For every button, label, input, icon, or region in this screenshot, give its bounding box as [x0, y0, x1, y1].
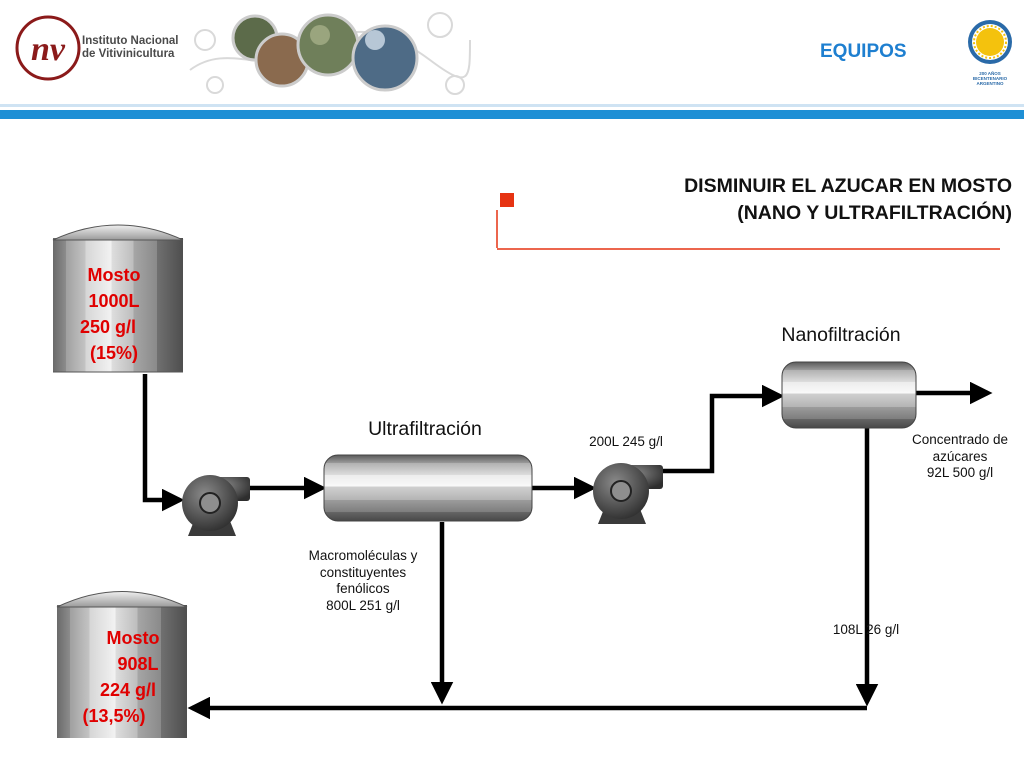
tank-bottom-body [57, 605, 187, 738]
concentrate-line1: Concentrado de [911, 432, 1009, 447]
pump-2 [593, 463, 663, 524]
pipe-tank-to-pump1 [142, 374, 185, 512]
header-graphics: nv [15, 12, 1012, 95]
org-name-line2: de Vitivinicultura [82, 48, 175, 60]
vineyard-photos-icon [231, 13, 419, 92]
tank-top-line3: 250 g/l [79, 317, 137, 337]
retentate-line1: Macromoléculas y [308, 548, 418, 563]
pipe-pump2-to-nano [662, 384, 785, 474]
retentate-line3: fenólicos [336, 581, 390, 596]
concentrate-line2: azúcares [932, 448, 988, 464]
slide-title-line1: DISMINUIR EL AZUCAR EN MOSTO [684, 175, 1012, 197]
svg-text:nv: nv [31, 31, 66, 68]
bicentenario-line1: 200 AÑOS [979, 71, 1001, 76]
section-title: EQUIPOS [820, 41, 907, 62]
bicentenario-line3: ARGENTINO [976, 81, 1004, 86]
title-accent-square [500, 193, 514, 207]
tank-top-line4: (15%) [89, 343, 138, 363]
pump-1 [182, 475, 250, 536]
bicentenario-label: 200 AÑOS BICENTENARIO ARGENTINO [972, 71, 1008, 86]
title-accent [496, 193, 1000, 250]
retentate-label: Macromoléculas y constituyentes fenólico… [280, 548, 446, 614]
retentate-line4: 800L 251 g/l [326, 597, 400, 613]
pipes [142, 374, 993, 720]
nanofiltration-label: Nanofiltración [781, 324, 901, 346]
bicentenario-line2: BICENTENARIO [972, 76, 1008, 81]
tank-top-line1: Mosto [87, 265, 141, 285]
slide-title-line2: (NANO Y ULTRAFILTRACIÓN) [737, 202, 1012, 224]
nanofiltration-module [781, 361, 917, 429]
header: nv Instituto Nacional de Vitivinicultura [0, 0, 1024, 112]
tank-bottom [56, 591, 188, 738]
tank-bottom-line3: 224 g/l [99, 680, 157, 700]
tank-bottom-dome [56, 591, 188, 608]
tank-top-label: Mosto 1000L 250 g/l (15%) [66, 262, 162, 366]
tank-bottom-line1: Mosto [106, 628, 160, 648]
inv-logo-icon: nv [15, 15, 81, 81]
org-name: Instituto Nacional de Vitivinicultura [82, 35, 178, 61]
concentrate-label: Concentrado de azúcares 92L 500 g/l [896, 432, 1024, 482]
retentate-line2: constituyentes [319, 564, 407, 580]
header-divider [0, 110, 1024, 119]
sun-emblem-icon [968, 20, 1012, 64]
slide-title: DISMINUIR EL AZUCAR EN MOSTO (NANO Y ULT… [684, 173, 1012, 227]
tank-bottom-label: Mosto 908L 224 g/l (13,5%) [66, 625, 176, 729]
tank-top-line2: 1000L [88, 291, 140, 311]
flow-label-mid: 200L 245 g/l [589, 434, 663, 449]
tank-bottom-line2: 908L [117, 654, 159, 674]
tank-bottom-line4: (13,5%) [82, 706, 146, 726]
tank-top-dome [52, 224, 184, 241]
org-name-line1: Instituto Nacional [82, 35, 179, 47]
permeate-label: 108L 26 g/l [832, 622, 900, 637]
ultrafiltration-module [323, 454, 533, 522]
header-divider-light [0, 104, 1024, 107]
concentrate-line3: 92L 500 g/l [926, 465, 994, 480]
tank-top-body [53, 238, 183, 372]
tank-top [52, 224, 184, 373]
ultrafiltration-label: Ultrafiltración [368, 418, 482, 440]
